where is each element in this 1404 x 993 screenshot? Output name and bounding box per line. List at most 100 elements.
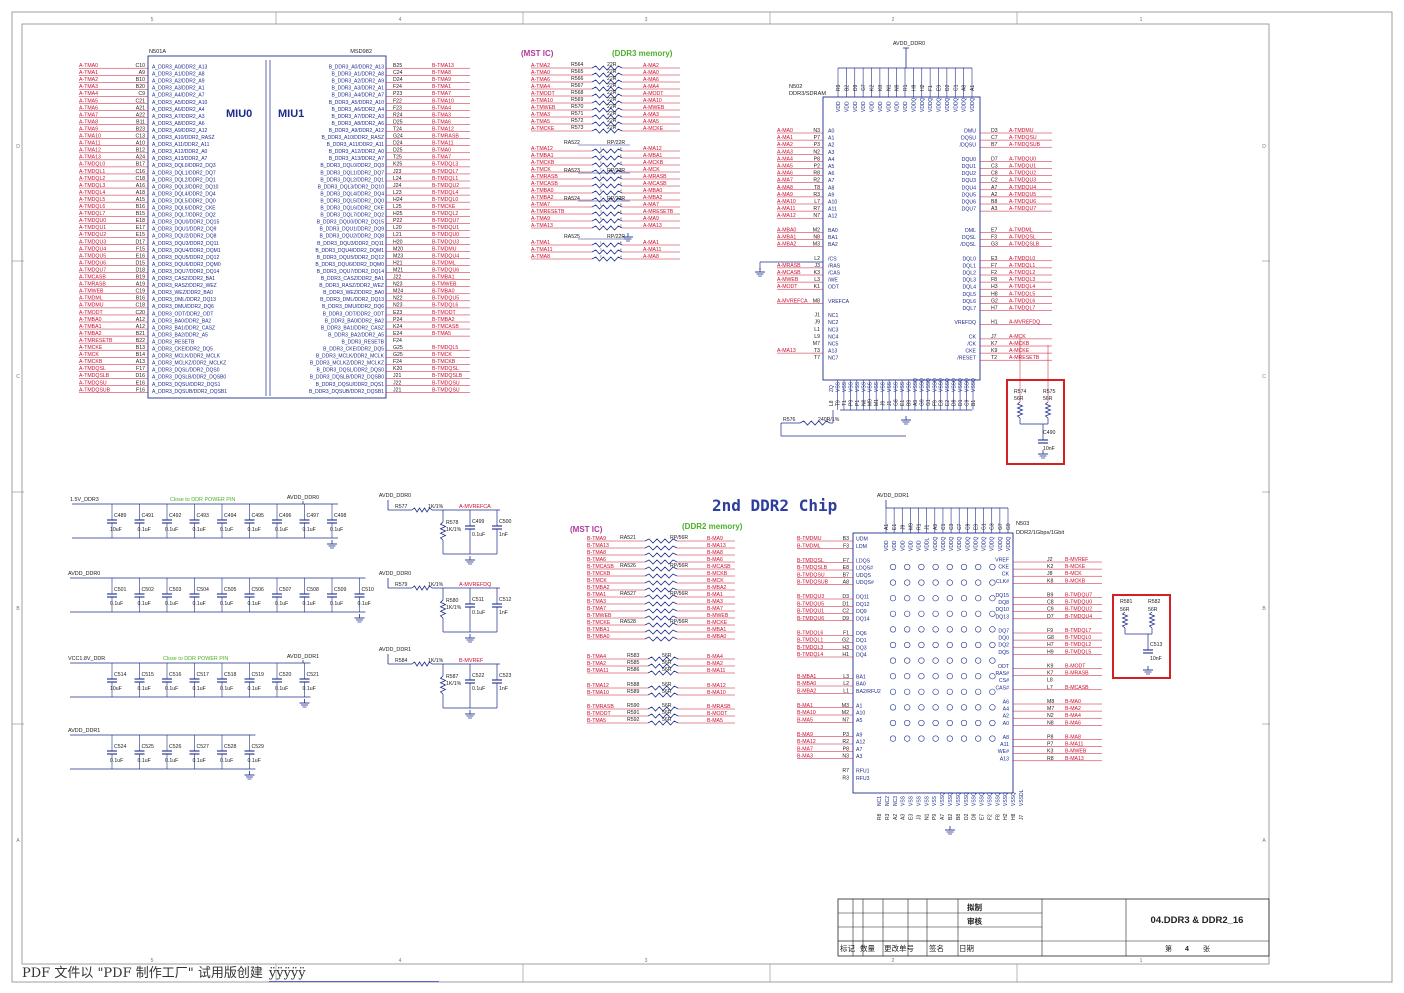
- miu-left-pin: C10: [135, 63, 145, 69]
- ddr2-left-net: B-MA10: [797, 710, 816, 716]
- miu-right-net: B-TMCK: [432, 352, 452, 358]
- pack-right-net: A-MRESETB: [643, 209, 674, 215]
- ddr3-top-pin: N1: [886, 84, 892, 91]
- miu-left-net: A-TMCK: [79, 352, 99, 358]
- miu-right-signal: B_DDR3_DQL1/DDR2_DQ7: [320, 170, 384, 176]
- series-resistor-symbol: [591, 79, 623, 85]
- resistor-pack-value: RP/56R: [670, 619, 688, 625]
- miu-left-net: A-TMBA0: [79, 317, 102, 323]
- vref-power-label: AVDD_DDR0: [379, 493, 411, 499]
- pack-pin-no: 3: [600, 154, 602, 158]
- single-left-net: B-TMA10: [587, 690, 609, 696]
- miu-right-signal: B_DDR3_A6/DDR2_A4: [331, 107, 384, 113]
- miu-right-signal: B_DDR3_RESETB: [341, 339, 384, 345]
- miu-left-pin: B23: [136, 126, 145, 132]
- miu-part: MSD982: [350, 49, 372, 55]
- miu-right-net: B-TMDQSU: [432, 380, 460, 386]
- series-resistor-ref: R583: [627, 653, 640, 659]
- bga-ball: [960, 626, 968, 633]
- miu-left-signal: A_DDR3_DQL1/DDR2_DQ7: [152, 170, 216, 176]
- border-column-label: 5: [151, 958, 154, 964]
- ddr2-right-net: B-MCKE: [1065, 564, 1086, 570]
- miu-right-signal: B_DDR3_DQU6/DDR2_DQM0: [315, 262, 384, 268]
- miu-left-signal: A_DDR3_A6/DDR2_A4: [152, 107, 205, 113]
- miu-right-net: B-TMCKE: [432, 204, 456, 210]
- ddr3-left-pin-name: A1: [828, 136, 834, 142]
- pack-right-net: A-MBA1: [643, 153, 662, 159]
- ddr3-right-net: A-TMDQL3: [1009, 277, 1035, 283]
- miu-right-pin: D24: [393, 141, 403, 147]
- ddr3-left-pin: M2: [813, 227, 820, 233]
- ddr2-left-pin: N3: [842, 754, 849, 760]
- ddr2-chip-heading: 2nd DDR2 Chip: [712, 496, 837, 515]
- decap-ref: C504: [197, 587, 210, 593]
- ddr2-right-pin-name: CS#: [999, 678, 1009, 684]
- decap-ref: C505: [224, 587, 237, 593]
- miu-left-net: A-TMA5: [79, 98, 98, 104]
- ddr3-left-pin: P3: [814, 142, 820, 148]
- pack-pin-no: 4: [620, 161, 622, 165]
- pack-resistor-symbol: [591, 211, 623, 217]
- ddr3-right-net: A-TMDQU7: [1009, 206, 1036, 212]
- ddr2-left-pin-name: RFU3: [856, 776, 870, 782]
- miu-right-pin: N23: [393, 282, 403, 288]
- ddr3-left-pin-name: NC7: [828, 356, 838, 362]
- miu-right-signal: B_DDR3_A3/DDR2_A1: [331, 86, 384, 92]
- ddr3-bottom-pin: N8: [861, 399, 867, 406]
- ddr2-left-net: B-MBA1: [797, 674, 816, 680]
- ddr3-top-pin: C1: [953, 84, 959, 91]
- ddr3-right-pin-name: DQU0: [962, 157, 977, 163]
- resistor-pack-ref: RA528: [620, 619, 636, 625]
- vref-cap-ref: C499: [472, 519, 485, 525]
- drawing-title: 04.DDR3 & DDR2_16: [1151, 915, 1244, 926]
- ddr3-top-pin-name: VDD: [903, 101, 909, 112]
- ddr3-left-pin-name: /RAS: [828, 263, 841, 269]
- miu-left-net: A-TMWEB: [79, 289, 104, 295]
- series-resistor-ref: R585: [627, 660, 640, 666]
- ddr2-left-pin: D3: [842, 594, 849, 600]
- ddr2-left-net: B-MBA0: [797, 681, 816, 687]
- series-resistor-ref: R590: [627, 703, 640, 709]
- ddr3-bottom-pin: G8: [894, 399, 900, 406]
- miu-right-signal: B_DDR3_DQL5/DDR2_DQ0: [320, 198, 384, 204]
- ddr2-left-net: B-TMDMU: [797, 536, 822, 542]
- miu-right-pin: P22: [393, 218, 402, 224]
- series-resistor-symbol: [591, 121, 623, 127]
- title-column-head: 更改单号: [884, 943, 914, 953]
- vref-net: A-MVREFDQ: [459, 582, 491, 588]
- ddr3-right-pin-name: DQSU: [961, 136, 976, 142]
- miu-left-signal: A_DDR3_RESETB: [152, 339, 195, 345]
- miu-right-signal: B_DDR3_CASZ/DDR2_BA1: [321, 276, 384, 282]
- footer-link[interactable]: ÿÿÿÿÿ: [268, 966, 439, 982]
- vref-power-label: AVDD_DDR1: [379, 647, 411, 653]
- pack-right-net: B-MA3: [707, 599, 723, 605]
- ddr2-bottom-pin: P9: [932, 814, 938, 820]
- ddr2-top-pin-name: VDDQ: [957, 536, 963, 551]
- series-resistor-value: 56R: [662, 667, 672, 673]
- ddr3-right-net: A-TMDQL2: [1009, 270, 1035, 276]
- bga-ball: [932, 719, 939, 727]
- miu-left-net: A-TMCKB: [79, 359, 103, 365]
- bga-ball: [989, 626, 996, 633]
- miu-right-pin: B25: [393, 63, 402, 69]
- ddr3-top-pin: R9: [836, 84, 842, 91]
- pack-left-net: B-TMA1: [587, 592, 606, 598]
- decap-ref: C491: [142, 513, 155, 519]
- pack-left-net: A-TMRASB: [531, 174, 558, 180]
- ddr2-right-pin-name: A4: [1003, 707, 1009, 713]
- ddr2-bottom-pin: R3: [885, 813, 891, 820]
- ddr2-right-pin: G8: [1047, 635, 1054, 641]
- decap-value: 0.1uF: [303, 686, 316, 692]
- ddr2-right-pin: K3: [1047, 749, 1053, 755]
- bga-ball: [989, 735, 996, 742]
- ddr2-left-pin-name: DQ1: [856, 638, 867, 644]
- ddr3-right-pin-name: DQU6: [962, 200, 977, 206]
- ddr2-bottom-pin-name: NC2: [885, 796, 891, 806]
- miu-left-pin: A9: [139, 70, 145, 76]
- miu-left-pin: F16: [136, 387, 145, 393]
- ddr2-right-pin-name: DQ5: [998, 650, 1009, 656]
- miu-left-net: A-TMDQL5: [79, 197, 105, 203]
- ddr2-left-pin: N7: [842, 717, 849, 723]
- ddr3-left-pin: M8: [813, 298, 820, 304]
